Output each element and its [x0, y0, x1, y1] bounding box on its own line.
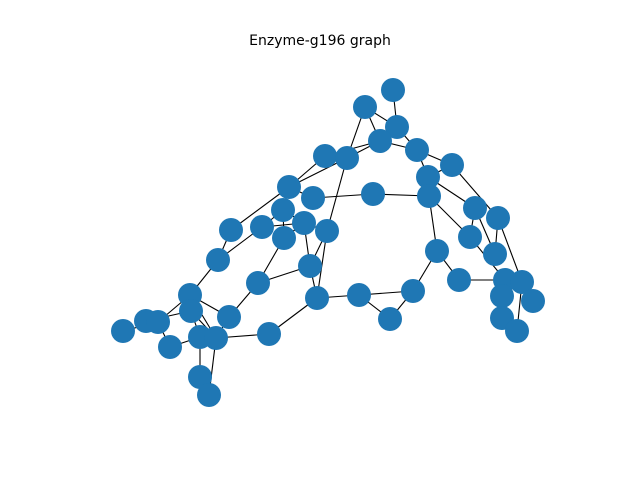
graph-node	[347, 283, 371, 307]
graph-node	[335, 146, 359, 170]
graph-node	[361, 182, 385, 206]
graph-node	[111, 319, 135, 343]
graph-node	[463, 196, 487, 220]
graph-node	[206, 248, 230, 272]
graph-node	[305, 286, 329, 310]
graph-node	[425, 239, 449, 263]
graph-node	[204, 326, 228, 350]
graph-node	[246, 271, 270, 295]
graph-node	[298, 254, 322, 278]
graph-node	[301, 186, 325, 210]
graph-node	[440, 153, 464, 177]
graph-node	[381, 78, 405, 102]
graph-edge	[230, 186, 290, 231]
graph-node	[353, 95, 377, 119]
graph-node	[490, 284, 514, 308]
graph-node	[257, 322, 281, 346]
graph-edge	[326, 157, 348, 232]
node-layer	[111, 78, 545, 407]
graph-title: Enzyme-g196 graph	[249, 33, 391, 49]
graph-node	[505, 319, 529, 343]
graph-node	[385, 115, 409, 139]
graph-node	[271, 198, 295, 222]
graph-node	[521, 289, 545, 313]
graph-node	[368, 129, 392, 153]
graph-node	[510, 270, 534, 294]
graph-node	[146, 310, 170, 334]
graph-node	[405, 138, 429, 162]
graph-node	[217, 305, 241, 329]
graph-node	[447, 268, 471, 292]
graph-node	[401, 279, 425, 303]
graph-node	[417, 184, 441, 208]
graph-node	[250, 215, 274, 239]
graph-node	[416, 165, 440, 189]
graph-node	[188, 365, 212, 389]
graph-node	[277, 175, 301, 199]
graph-node	[378, 307, 402, 331]
graph-node	[158, 335, 182, 359]
graph-node	[483, 242, 507, 266]
graph-node	[219, 218, 243, 242]
graph-node	[179, 299, 203, 323]
graph-node	[272, 226, 296, 250]
graph-node	[197, 383, 221, 407]
graph-node	[292, 211, 316, 235]
graph-node	[315, 219, 339, 243]
graph-node	[458, 225, 482, 249]
graph-node	[486, 206, 510, 230]
graph-node	[313, 144, 337, 168]
